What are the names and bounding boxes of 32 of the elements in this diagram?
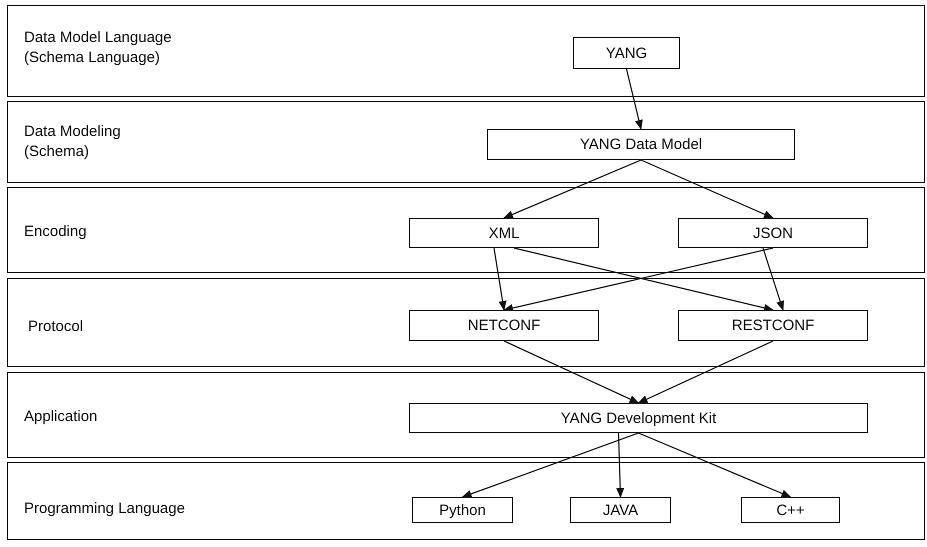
process-box: YANG Development Kit [409,403,868,433]
process-box: RESTCONF [678,310,868,341]
arrow [462,432,639,498]
arrow [638,432,792,498]
layer-band [7,101,925,183]
process-box: C++ [741,497,840,523]
arrow [503,159,642,219]
process-box: YANG Data Model [487,129,795,160]
layer-band [7,5,925,97]
layer-band [7,372,925,458]
arrow [616,432,624,498]
layer-label: Data Model Language (Schema Language) [24,28,173,68]
layer-label: Protocol [28,317,84,337]
layer-label: Application [24,407,98,427]
arrow [493,248,507,311]
process-box: JAVA [570,497,671,523]
process-box: JSON [678,218,868,248]
layer-band [7,187,925,273]
arrow [640,159,774,219]
arrow [638,340,774,404]
arrow [626,68,643,130]
process-box: XML [409,218,599,248]
layer-label: Programming Language [24,499,186,519]
process-box: NETCONF [409,310,599,341]
process-box: YANG [573,37,680,69]
layer-label: Encoding [24,222,88,242]
layer-band [7,462,925,540]
layer-band [7,278,925,367]
process-box: Python [412,497,513,523]
layer-label: Data Modeling (Schema) [24,122,122,162]
arrow [504,340,640,404]
arrow [762,248,784,311]
